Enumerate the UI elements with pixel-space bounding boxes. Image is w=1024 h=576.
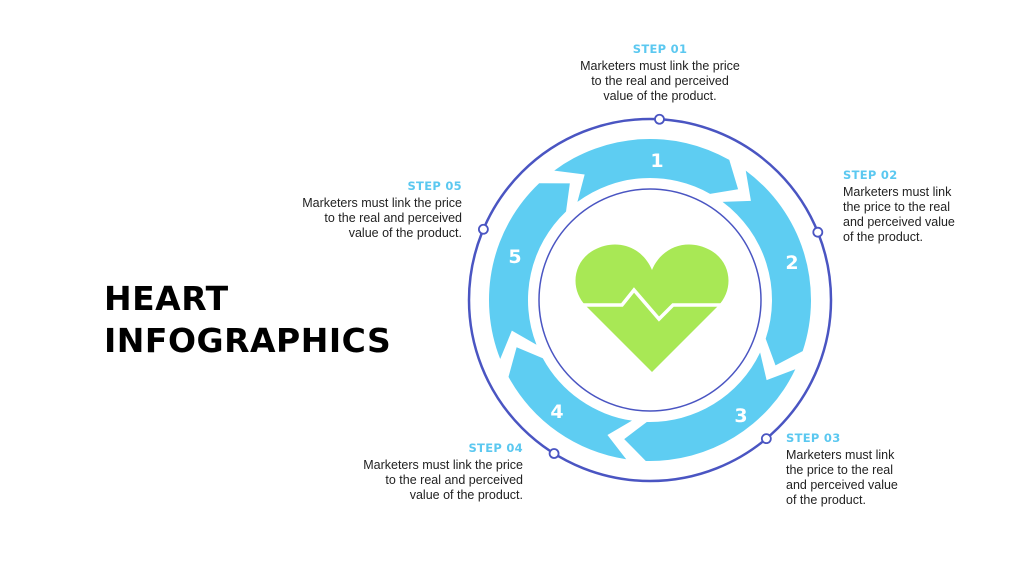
step-description: Marketers must link the price to the rea… (323, 458, 523, 503)
desc-line: and perceived value (786, 478, 898, 492)
connector-dot-1 (654, 113, 665, 125)
outer-ring (467, 117, 833, 483)
arrow-segments (489, 138, 812, 461)
title-line-1: HEART (104, 279, 229, 318)
step-05-callout: STEP 05 Marketers must link the price to… (262, 179, 462, 241)
desc-line: and perceived value (843, 215, 955, 229)
desc-line: value of the product. (603, 89, 717, 103)
step-label: STEP 02 (843, 168, 898, 182)
step-01-callout: STEP 01 Marketers must link the price to… (560, 42, 760, 104)
step-label: STEP 01 (632, 42, 688, 56)
page-title: HEART INFOGRAPHICS (104, 278, 391, 362)
segment-number-4: 4 (550, 401, 563, 423)
segment-number-2: 2 (785, 252, 798, 274)
inner-ring (538, 188, 762, 412)
desc-line: the price to the real (786, 463, 894, 477)
desc-line: Marketers must link the price (302, 196, 462, 210)
segment-number-5: 5 (508, 246, 521, 268)
desc-line: of the product. (843, 230, 923, 244)
connector-dots (477, 113, 824, 459)
step-label: STEP 03 (786, 431, 841, 445)
desc-line: Marketers must link (843, 185, 952, 199)
desc-line: to the real and perceived (591, 74, 729, 88)
desc-line: of the product. (786, 493, 866, 507)
arrow-segment-1 (554, 138, 739, 202)
desc-line: Marketers must link the price (363, 458, 523, 472)
segment-number-3: 3 (734, 405, 747, 427)
title-line-2: INFOGRAPHICS (104, 321, 392, 360)
connector-dot-4 (548, 448, 560, 459)
desc-line: the price to the real (843, 200, 951, 214)
step-label: STEP 05 (407, 179, 462, 193)
desc-line: Marketers must link the price (580, 59, 740, 73)
arrow-segment-3 (624, 352, 796, 461)
desc-line: Marketers must link (786, 448, 895, 462)
connector-dot-3 (760, 433, 772, 445)
step-04-callout: STEP 04 Marketers must link the price to… (323, 441, 523, 503)
arrow-segment-4 (508, 347, 632, 460)
connector-dot-2 (812, 226, 824, 238)
desc-line: value of the product. (348, 226, 462, 240)
arrow-segment-2 (722, 170, 812, 366)
step-description: Marketers must link the price to the rea… (843, 185, 988, 245)
desc-line: to the real and perceived (385, 473, 523, 487)
heart-pulse-icon (575, 244, 729, 372)
step-description: Marketers must link the price to the rea… (560, 59, 760, 104)
segment-number-1: 1 (650, 150, 663, 172)
arrow-segment-5 (489, 183, 570, 360)
desc-line: value of the product. (409, 488, 523, 502)
step-02-callout: STEP 02 Marketers must link the price to… (843, 168, 988, 245)
step-label: STEP 04 (468, 441, 523, 455)
connector-dot-5 (477, 223, 489, 235)
step-description: Marketers must link the price to the rea… (262, 196, 462, 241)
desc-line: to the real and perceived (324, 211, 462, 225)
step-description: Marketers must link the price to the rea… (786, 448, 931, 508)
step-03-callout: STEP 03 Marketers must link the price to… (786, 431, 931, 508)
